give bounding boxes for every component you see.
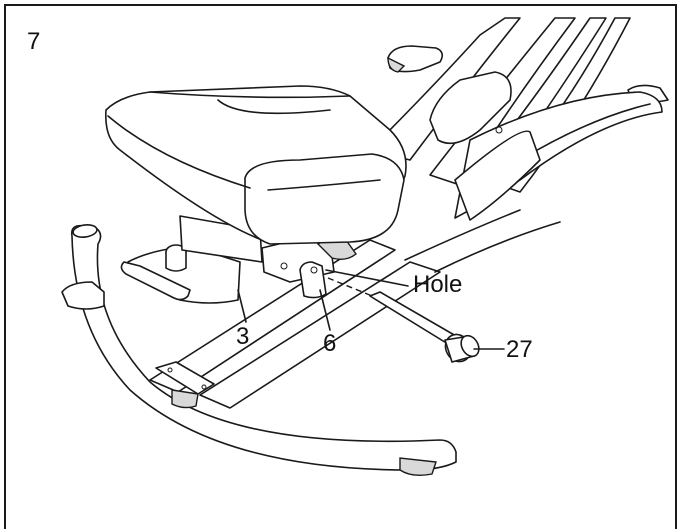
front-rocker xyxy=(70,224,457,477)
part-27-label: 27 xyxy=(506,336,533,363)
pin-27 xyxy=(369,291,480,363)
step-number: 7 xyxy=(27,28,41,55)
seat-pad xyxy=(104,85,407,245)
part-3-label: 3 xyxy=(236,323,250,350)
rear-foot-right xyxy=(387,45,444,73)
leader-lines xyxy=(237,269,505,350)
foot-roller-bar xyxy=(120,215,263,304)
hole-label: Hole xyxy=(413,271,463,298)
front-foot-left xyxy=(61,281,105,310)
diagram-frame xyxy=(4,4,677,529)
part-6-label: 6 xyxy=(323,330,337,357)
seat-bracket xyxy=(261,235,357,299)
arm-pad xyxy=(429,71,541,221)
